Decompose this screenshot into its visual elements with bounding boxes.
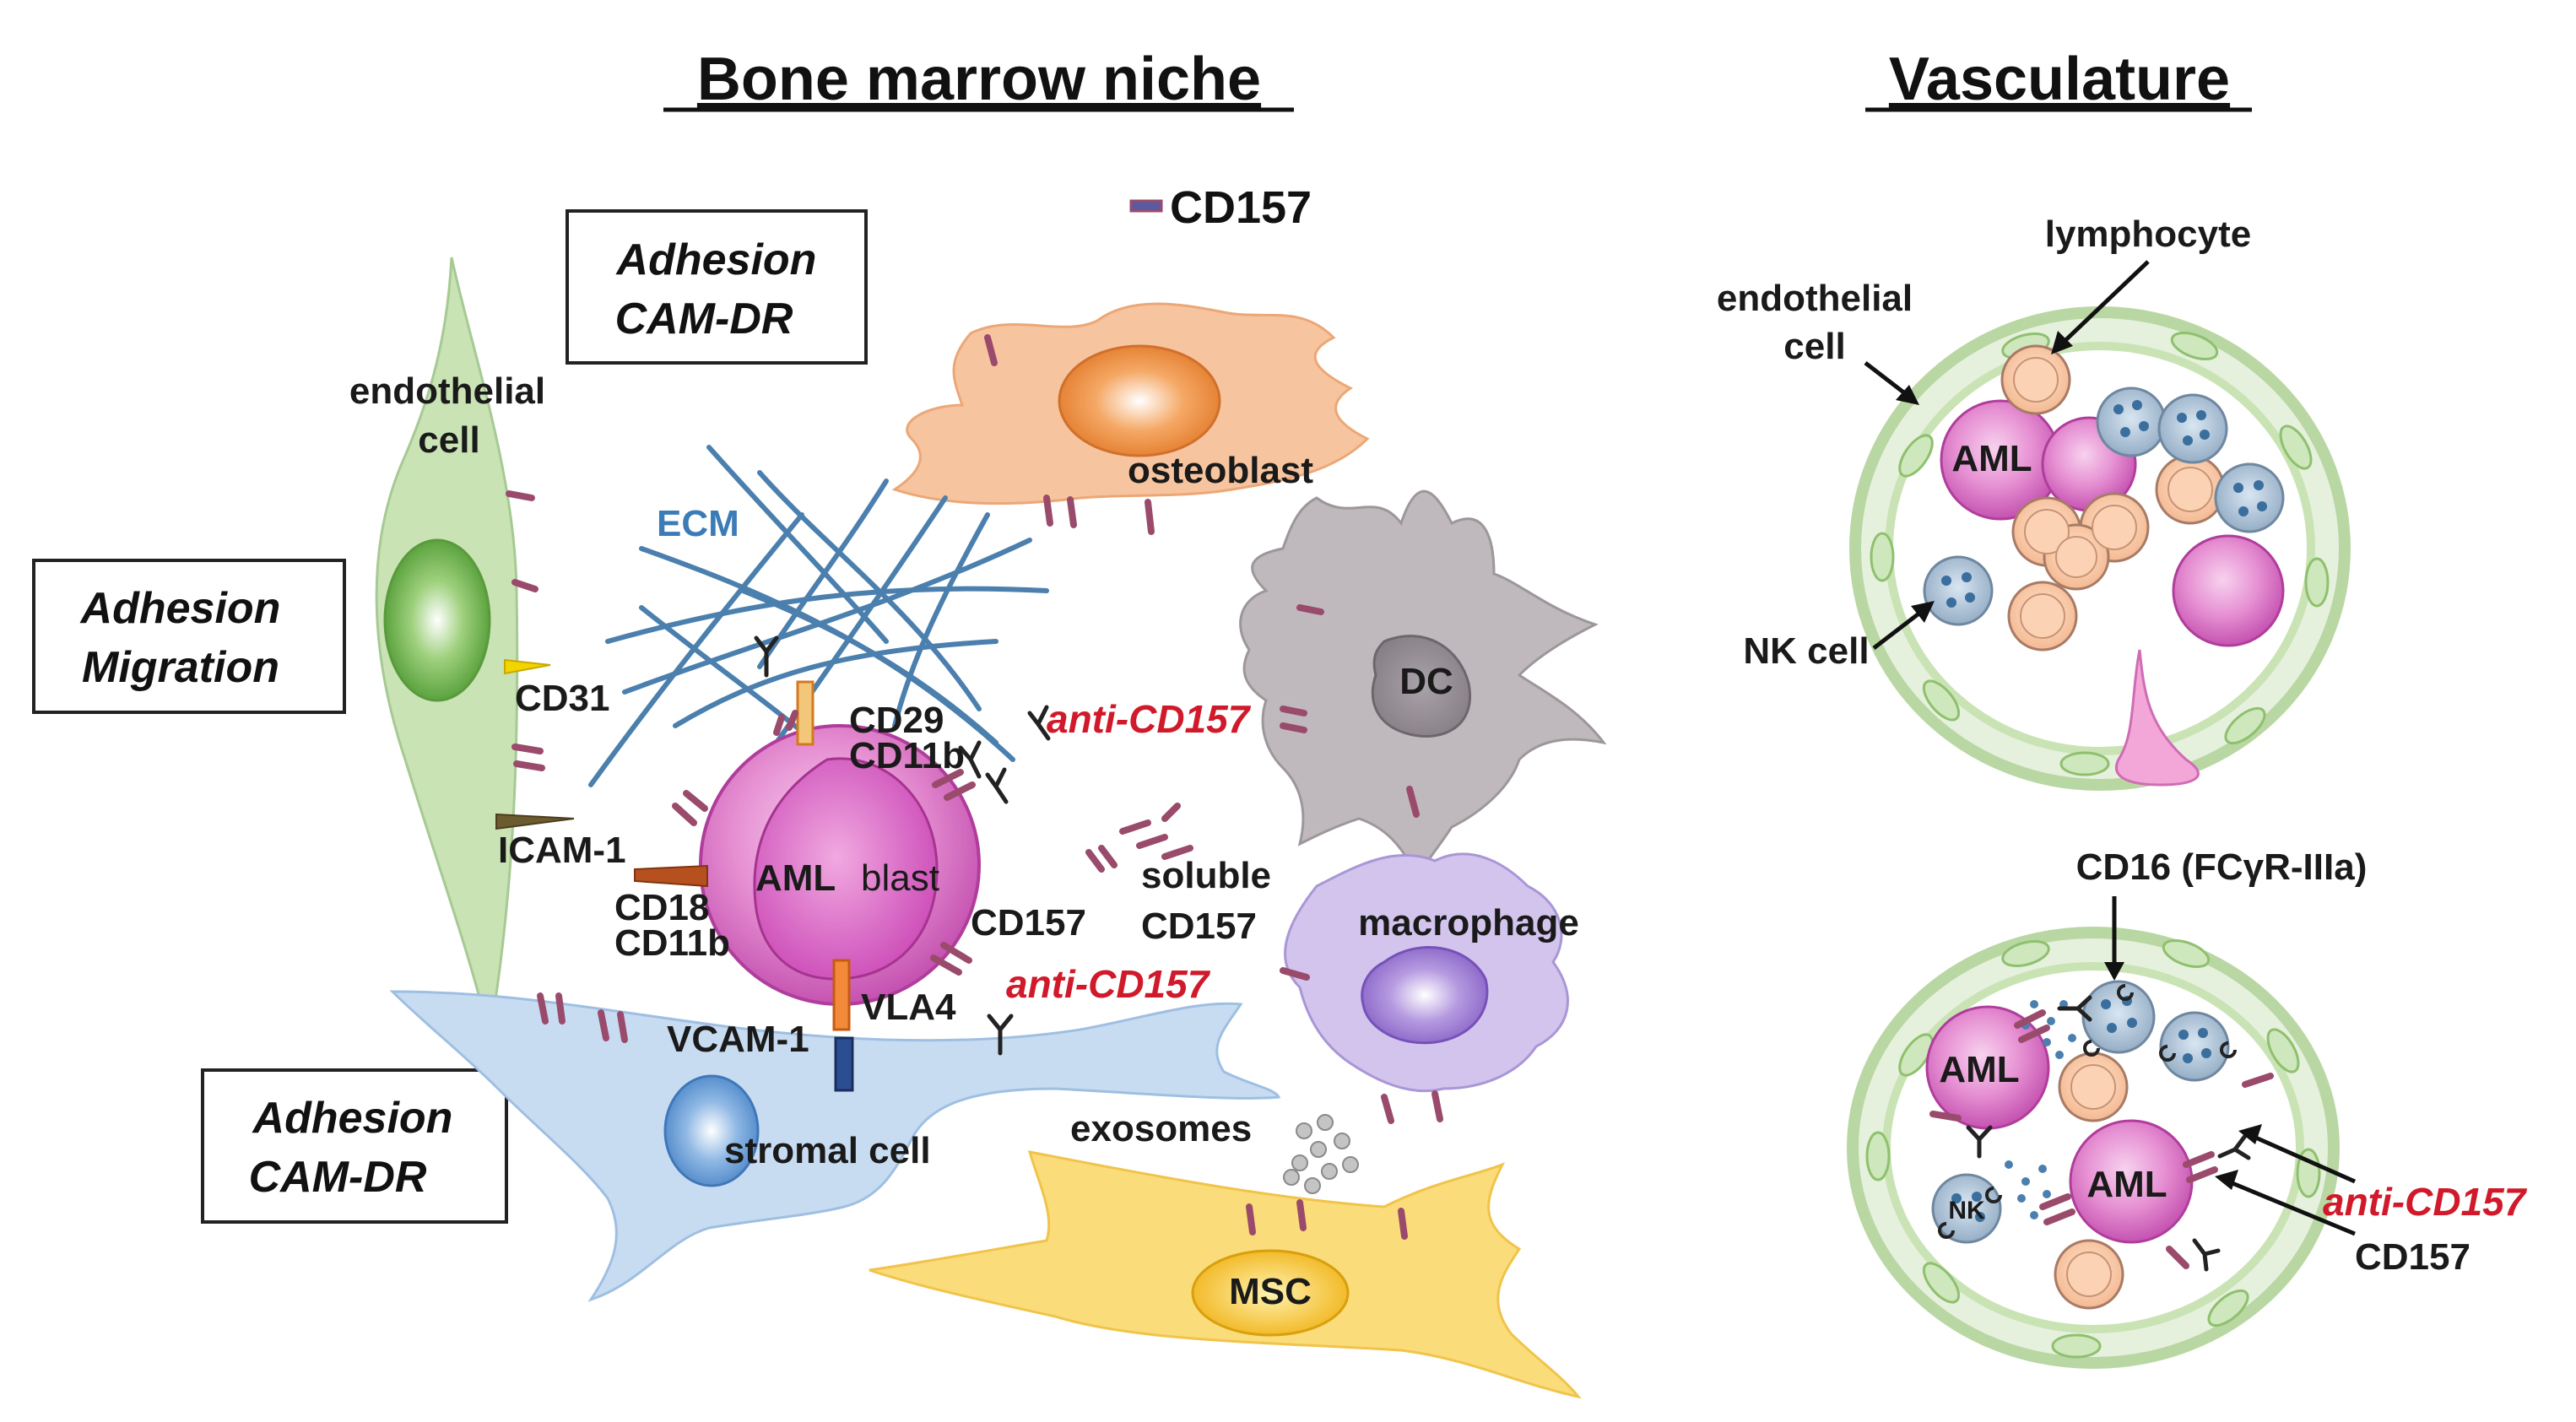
antibody-icon bbox=[1027, 705, 1051, 741]
label-vcam1: VCAM-1 bbox=[667, 1019, 809, 1060]
label-cd31: CD31 bbox=[515, 678, 610, 719]
svg-text:CAM-DR: CAM-DR bbox=[249, 1153, 427, 1202]
label-cd11b-left: CD11b bbox=[614, 922, 730, 964]
label-vla4: VLA4 bbox=[861, 987, 956, 1028]
cd157-receptors-niche bbox=[506, 334, 1443, 1240]
antibody-icon bbox=[1966, 1125, 1993, 1159]
dc-cell bbox=[1239, 489, 1607, 881]
arrow-nk-cell bbox=[1872, 608, 1926, 650]
arrowhead-anti-cd157-vessel bbox=[2238, 1124, 2262, 1144]
arrow-lymphocyte bbox=[2058, 260, 2150, 348]
endothelial-cell-niche bbox=[375, 257, 519, 1039]
svg-text:Migration: Migration bbox=[82, 643, 279, 692]
antibody-icon bbox=[2217, 1133, 2251, 1160]
vcam1-molecule bbox=[834, 1036, 854, 1092]
label-cd18: CD18 bbox=[614, 887, 710, 928]
label-anti-cd157-bottom: anti-CD157 bbox=[1006, 962, 1211, 1006]
antibody-icon bbox=[2192, 1238, 2221, 1272]
cd18-molecule bbox=[634, 864, 708, 888]
cd157-legend-marker bbox=[1129, 199, 1163, 213]
label-endothelial-cell-2: cell bbox=[418, 419, 479, 461]
label-cd157-vessel: CD157 bbox=[2355, 1236, 2470, 1278]
arrow-anti-cd157-vessel bbox=[2250, 1133, 2357, 1184]
label-aml-vessel-b1: AML bbox=[1939, 1049, 2019, 1090]
antibody-icon bbox=[958, 740, 982, 779]
label-cd29: CD29 bbox=[849, 700, 944, 741]
label-cd11b-right: CD11b bbox=[849, 735, 965, 776]
arrowhead-endothelial-vessel bbox=[1896, 385, 1919, 405]
svg-text:Adhesion: Adhesion bbox=[615, 235, 817, 284]
antibody-icon bbox=[987, 1014, 1014, 1056]
vessel-bottom bbox=[1847, 927, 2340, 1369]
label-endothelial-vessel: endothelial bbox=[1717, 278, 1913, 319]
label-soluble-cd157: CD157 bbox=[1141, 906, 1257, 947]
arrowhead-nk-cell bbox=[1911, 601, 1935, 623]
label-aml-blast-b: blast bbox=[861, 857, 939, 899]
label-anti-cd157-vessel: anti-CD157 bbox=[2323, 1180, 2528, 1224]
label-cd157-aml: CD157 bbox=[971, 902, 1086, 943]
cd31-molecule bbox=[504, 658, 551, 675]
label-ecm: ECM bbox=[657, 503, 739, 544]
label-endothelial-cell: endothelial bbox=[349, 370, 545, 412]
title-vasculature: Vasculature bbox=[1889, 46, 2230, 113]
label-lymphocyte: lymphocyte bbox=[2045, 214, 2252, 255]
macrophage-cell bbox=[1284, 852, 1569, 1093]
svg-text:CAM-DR: CAM-DR bbox=[615, 295, 793, 343]
cd29-molecule bbox=[796, 680, 814, 746]
cd157-legend-label: CD157 bbox=[1170, 182, 1312, 233]
label-nk-cell: NK cell bbox=[1743, 630, 1869, 672]
stromal-cell bbox=[389, 990, 1281, 1302]
label-soluble: soluble bbox=[1141, 855, 1271, 896]
label-aml-blast-a: AML bbox=[755, 857, 836, 899]
label-aml-vessel-b2: AML bbox=[2086, 1164, 2167, 1205]
icam1-molecule bbox=[495, 813, 575, 830]
box-adhesion-camdr-top: Adhesion CAM-DR bbox=[566, 209, 868, 365]
osteoblast-cell bbox=[891, 302, 1370, 506]
arrow-cd157-vessel bbox=[2227, 1179, 2356, 1236]
label-exosomes: exosomes bbox=[1070, 1108, 1252, 1149]
soluble-cd157-fragments bbox=[1085, 803, 1193, 873]
box-adhesion-camdr-bottom: Adhesion CAM-DR bbox=[201, 1068, 508, 1224]
label-msc: MSC bbox=[1229, 1271, 1312, 1312]
arrowhead-cd16 bbox=[2104, 962, 2124, 981]
msc-cell bbox=[869, 1150, 1582, 1399]
vla4-molecule bbox=[832, 959, 851, 1031]
label-dc: DC bbox=[1399, 661, 1453, 702]
label-anti-cd157-top: anti-CD157 bbox=[1047, 697, 1252, 741]
label-cd16: CD16 (FCγR-IIIa) bbox=[2076, 846, 2368, 888]
svg-text:Adhesion: Adhesion bbox=[252, 1094, 453, 1143]
antibody-icon bbox=[754, 635, 779, 678]
arrowhead-lymphocyte bbox=[2051, 331, 2073, 354]
label-stromal-cell: stromal cell bbox=[724, 1130, 931, 1171]
label-icam1: ICAM-1 bbox=[498, 830, 626, 871]
arrowhead-cd157-vessel bbox=[2215, 1170, 2238, 1190]
svg-text:Adhesion: Adhesion bbox=[79, 584, 281, 633]
label-aml-vessel-top: AML bbox=[1951, 438, 2032, 479]
label-endothelial-vessel-2: cell bbox=[1783, 326, 1845, 367]
vessel-top bbox=[1849, 306, 2351, 791]
arrow-endothelial-vessel bbox=[1864, 361, 1911, 398]
antibody-icon bbox=[2057, 995, 2092, 1022]
antibody-icon bbox=[985, 767, 1009, 804]
adhesion-molecules bbox=[495, 658, 854, 1092]
box-adhesion-migration: Adhesion Migration bbox=[32, 559, 346, 714]
label-osteoblast: osteoblast bbox=[1128, 450, 1313, 491]
antibodies-niche bbox=[754, 635, 1051, 1056]
label-macrophage: macrophage bbox=[1358, 902, 1579, 943]
label-nk-small: NK bbox=[1948, 1197, 1985, 1225]
exosomes-cluster bbox=[1283, 1114, 1359, 1194]
title-bone-marrow-niche: Bone marrow niche bbox=[697, 46, 1261, 113]
aml-blast-cell bbox=[699, 724, 981, 1006]
